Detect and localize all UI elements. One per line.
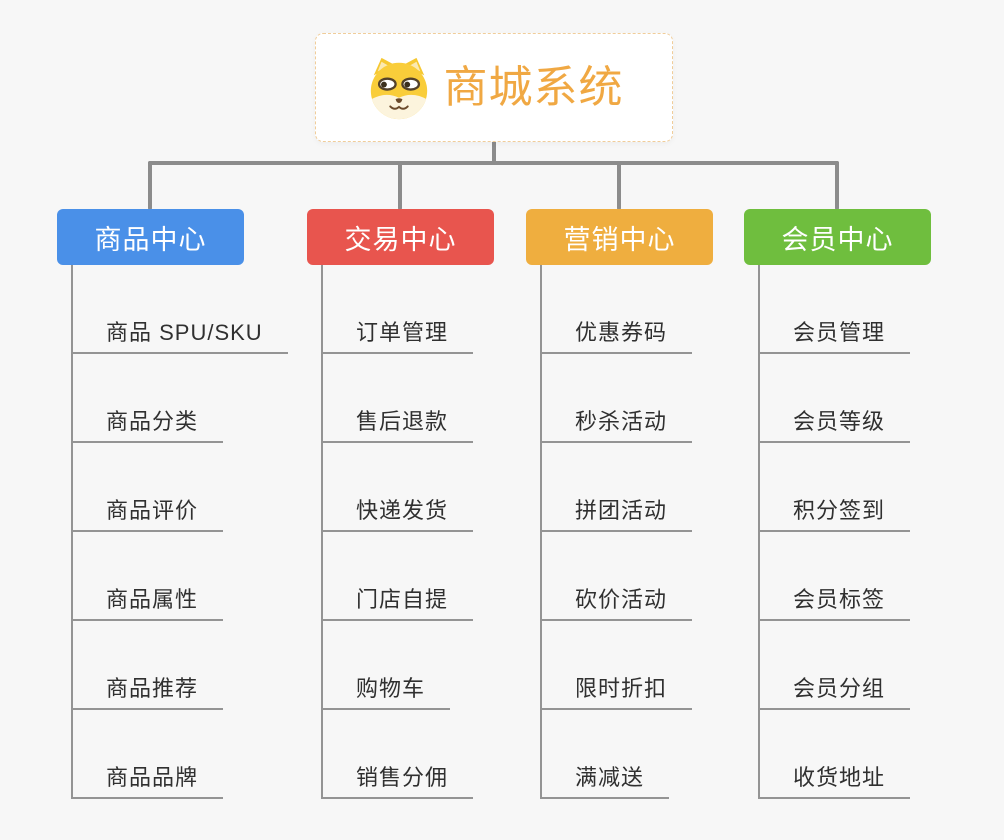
child-row: 订单管理	[323, 265, 494, 354]
child-node[interactable]: 拼团活动	[542, 498, 693, 532]
child-node[interactable]: 砍价活动	[542, 587, 693, 621]
child-row: 购物车	[323, 621, 494, 710]
child-node[interactable]: 销售分佣	[323, 765, 474, 799]
child-row: 拼团活动	[542, 443, 713, 532]
connector-bus	[148, 161, 839, 165]
child-row: 销售分佣	[323, 710, 494, 799]
branch-product-center: 商品中心 商品 SPU/SKU 商品分类 商品评价 商品属性 商品推荐 商品品牌	[57, 209, 288, 799]
doge-icon	[370, 57, 427, 119]
child-row: 会员标签	[760, 532, 931, 621]
child-row: 商品属性	[73, 532, 244, 621]
child-node[interactable]: 门店自提	[323, 587, 474, 621]
branch-box-member-center[interactable]: 会员中心	[744, 209, 931, 265]
branch-children: 商品 SPU/SKU 商品分类 商品评价 商品属性 商品推荐 商品品牌	[71, 265, 288, 799]
child-row: 商品品牌	[73, 710, 244, 799]
child-node[interactable]: 秒杀活动	[542, 409, 693, 443]
child-row: 会员分组	[760, 621, 931, 710]
child-row: 商品评价	[73, 443, 244, 532]
branch-label: 会员中心	[781, 224, 894, 255]
child-row: 售后退款	[323, 354, 494, 443]
child-row: 商品推荐	[73, 621, 244, 710]
child-node[interactable]: 快递发货	[323, 498, 474, 532]
branch-trade-center: 交易中心 订单管理 售后退款 快递发货 门店自提 购物车 销售分佣	[307, 209, 494, 799]
branch-children: 订单管理 售后退款 快递发货 门店自提 购物车 销售分佣	[321, 265, 494, 799]
child-row: 积分签到	[760, 443, 931, 532]
child-node[interactable]: 订单管理	[323, 320, 474, 354]
child-node[interactable]: 商品评价	[73, 498, 224, 532]
connector-root-stub	[492, 140, 496, 164]
child-row: 优惠券码	[542, 265, 713, 354]
branch-label: 交易中心	[344, 224, 457, 255]
child-node[interactable]: 积分签到	[760, 498, 911, 532]
child-row: 满减送	[542, 710, 713, 799]
branch-label: 营销中心	[563, 224, 676, 255]
child-row: 砍价活动	[542, 532, 713, 621]
branch-box-marketing-center[interactable]: 营销中心	[526, 209, 713, 265]
child-row: 门店自提	[323, 532, 494, 621]
child-node[interactable]: 商品 SPU/SKU	[73, 320, 288, 354]
connector-drop	[398, 161, 402, 210]
child-node[interactable]: 满减送	[542, 765, 670, 799]
branch-box-trade-center[interactable]: 交易中心	[307, 209, 494, 265]
child-row: 会员等级	[760, 354, 931, 443]
branch-marketing-center: 营销中心 优惠券码 秒杀活动 拼团活动 砍价活动 限时折扣 满减送	[526, 209, 713, 799]
child-row: 秒杀活动	[542, 354, 713, 443]
child-node[interactable]: 会员标签	[760, 587, 911, 621]
child-row: 收货地址	[760, 710, 931, 799]
child-node[interactable]: 收货地址	[760, 765, 911, 799]
child-node[interactable]: 商品分类	[73, 409, 224, 443]
child-row: 商品分类	[73, 354, 244, 443]
root-title: 商城系统	[443, 62, 624, 112]
child-node[interactable]: 优惠券码	[542, 320, 693, 354]
child-row: 快递发货	[323, 443, 494, 532]
child-node[interactable]: 商品品牌	[73, 765, 224, 799]
child-node[interactable]: 会员分组	[760, 676, 911, 710]
branch-label: 商品中心	[94, 224, 207, 255]
branch-children: 会员管理 会员等级 积分签到 会员标签 会员分组 收货地址	[758, 265, 931, 799]
connector-drop	[835, 161, 839, 210]
child-row: 商品 SPU/SKU	[73, 265, 288, 354]
root-node[interactable]: 商城系统	[315, 33, 673, 142]
branch-member-center: 会员中心 会员管理 会员等级 积分签到 会员标签 会员分组 收货地址	[744, 209, 931, 799]
child-node[interactable]: 会员管理	[760, 320, 911, 354]
branch-children: 优惠券码 秒杀活动 拼团活动 砍价活动 限时折扣 满减送	[540, 265, 713, 799]
child-node[interactable]: 购物车	[323, 676, 451, 710]
child-node[interactable]: 会员等级	[760, 409, 911, 443]
child-row: 会员管理	[760, 265, 931, 354]
child-node[interactable]: 商品属性	[73, 587, 224, 621]
child-node[interactable]: 售后退款	[323, 409, 474, 443]
child-node[interactable]: 商品推荐	[73, 676, 224, 710]
child-node[interactable]: 限时折扣	[542, 676, 693, 710]
connector-drop	[148, 161, 152, 210]
child-row: 限时折扣	[542, 621, 713, 710]
connector-drop	[617, 161, 621, 210]
branch-box-product-center[interactable]: 商品中心	[57, 209, 244, 265]
